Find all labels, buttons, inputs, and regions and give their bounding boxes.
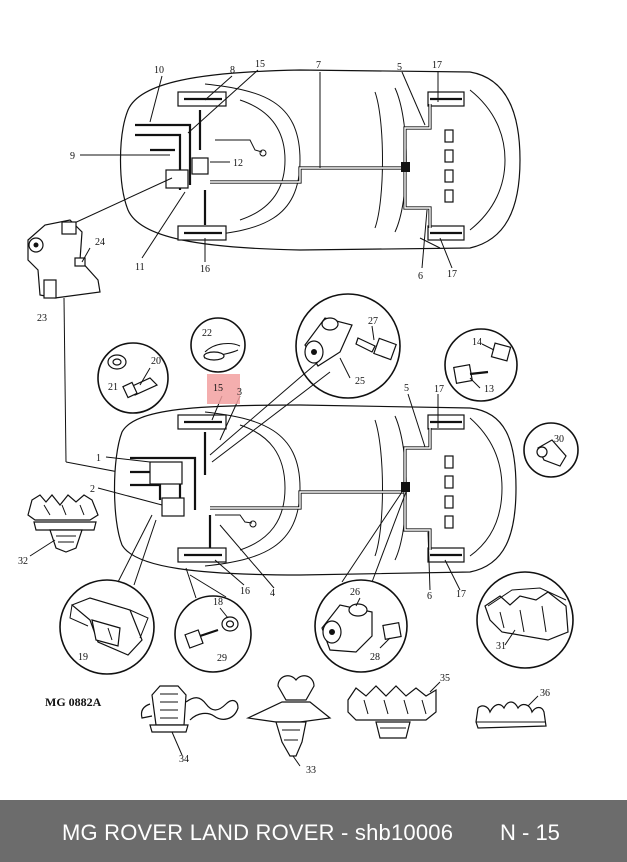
callout-9: 9 — [70, 151, 75, 162]
clip-34: 34 — [140, 685, 239, 765]
callout-6: 6 — [418, 271, 423, 282]
callout-17: 17 — [432, 60, 442, 71]
callout-16-bottom: 16 — [240, 586, 250, 597]
callout-15: 15 — [255, 59, 265, 70]
clip-35: 35 — [347, 673, 450, 739]
callout-34: 34 — [179, 754, 189, 765]
callout-20: 20 — [151, 356, 161, 367]
footer-bar: MG ROVER LAND ROVER - shb10006 N - 15 — [0, 800, 627, 862]
callout-27: 27 — [368, 316, 378, 327]
detail-leaders — [117, 361, 407, 599]
callout-6-bottom: 6 — [427, 591, 432, 602]
callout-19: 18 — [213, 597, 223, 608]
callout-30: 30 — [554, 434, 564, 445]
callout-16: 16 — [200, 264, 210, 275]
drawing-code: MG 0882A — [45, 695, 102, 709]
footer-title: MG ROVER LAND ROVER - shb10006 — [62, 820, 454, 845]
detail-20-21: 20 21 — [97, 342, 169, 414]
callout-31: 31 — [496, 641, 506, 652]
callout-15-highlighted: 15 — [213, 383, 223, 394]
callout-5-bottom: 5 — [404, 383, 409, 394]
detail-25-27: 27 25 — [295, 293, 401, 399]
callout-11: 11 — [135, 262, 145, 273]
callout-4: 4 — [270, 588, 275, 599]
detail-29: 19 — [59, 579, 155, 675]
callout-32: 32 — [18, 556, 28, 567]
callout-12: 12 — [233, 158, 243, 169]
callout-35: 35 — [440, 673, 450, 684]
bottom-brake-lines — [130, 428, 432, 550]
callout-24: 24 — [95, 237, 105, 248]
callout-18: 29 — [217, 653, 227, 664]
brake-pipe-diagram: 10 8 15 7 5 17 9 12 11 16 6 17 24 23 — [18, 59, 579, 776]
callout-1: 1 — [96, 453, 101, 464]
detail-18-19: 18 29 — [174, 595, 252, 673]
top-brake-lines — [135, 104, 441, 249]
callout-14: 14 — [472, 337, 482, 348]
top-callout-labels: 10 8 15 7 5 17 9 12 11 16 6 17 24 23 — [37, 59, 457, 324]
callout-3: 3 — [237, 387, 242, 398]
callout-29: 19 — [78, 652, 88, 663]
callout-17-bottom-b: 17 — [456, 589, 466, 600]
clip-36: 36 — [475, 688, 550, 729]
callout-17b: 17 — [447, 269, 457, 280]
callout-33: 33 — [306, 765, 316, 776]
callout-13: 13 — [484, 384, 494, 395]
callout-10: 10 — [154, 65, 164, 76]
callout-22: 22 — [202, 328, 212, 339]
detail-31: 31 — [476, 571, 574, 669]
top-callout-leaders — [69, 69, 453, 269]
detail-32: 32 — [18, 494, 99, 567]
callout-21: 21 — [108, 382, 118, 393]
detail-22: 22 — [190, 317, 246, 373]
callout-5: 5 — [397, 62, 402, 73]
detail-13-14: 14 13 — [444, 328, 518, 402]
callout-2: 2 — [90, 484, 95, 495]
footer-page-number: N - 15 — [500, 820, 560, 845]
callout-7: 7 — [316, 60, 321, 71]
clip-33: 33 — [245, 675, 332, 776]
callout-28: 28 — [370, 652, 380, 663]
callout-36: 36 — [540, 688, 550, 699]
bottom-car-outline — [113, 404, 517, 576]
detail-30: 30 — [523, 422, 579, 478]
highlight-marker — [207, 374, 240, 404]
callout-23: 23 — [37, 313, 47, 324]
callout-17-bottom: 17 — [434, 384, 444, 395]
callout-25: 25 — [355, 376, 365, 387]
callout-8: 8 — [230, 65, 235, 76]
callout-26: 26 — [350, 587, 360, 598]
detail-26-28: 26 28 — [314, 579, 408, 673]
bottom-callout-labels: 1 2 15 3 5 17 16 4 6 17 — [90, 374, 466, 602]
